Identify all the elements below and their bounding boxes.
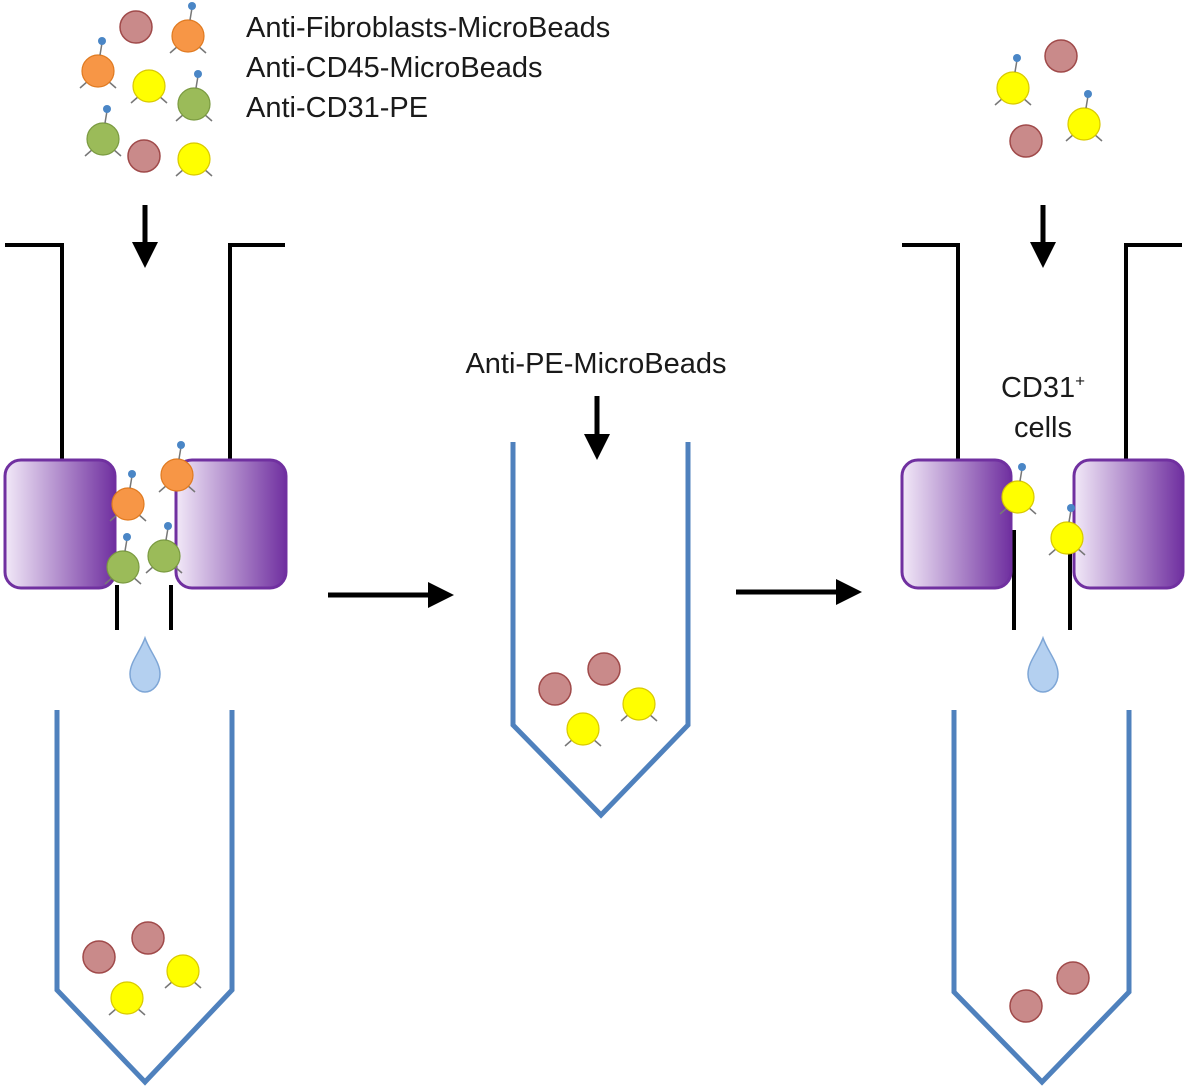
middle-tube — [510, 442, 691, 819]
right-column — [900, 39, 1185, 1086]
reagent-label-cd45: Anti-CD45-MicroBeads — [246, 52, 543, 84]
left-magnet-right — [174, 458, 288, 590]
cd31-labeled-cell — [145, 522, 183, 574]
left-magnet-left — [3, 458, 117, 590]
left-bottom-tube — [54, 710, 235, 1086]
left-input-cells — [79, 2, 213, 177]
right-magnet-right — [1072, 458, 1185, 590]
cd45-labeled-cell — [994, 54, 1032, 106]
unlabeled-cell — [1009, 989, 1043, 1023]
right-magnet-left — [900, 458, 1013, 590]
positive-label-sup: + — [1075, 371, 1086, 391]
cd31-labeled-cell — [104, 533, 142, 585]
cd45-labeled-cell — [1065, 90, 1103, 142]
left-retained-cells — [104, 441, 196, 585]
unlabeled-cell — [119, 10, 153, 44]
fib-labeled-cell — [109, 470, 147, 522]
cd45-labeled-cell — [620, 687, 658, 722]
cd45-labeled-cell — [564, 712, 602, 747]
unlabeled-cell — [538, 672, 572, 706]
unlabeled-cell — [82, 940, 116, 974]
right-bottom-tube — [951, 710, 1132, 1086]
positive-label-line2: cells — [1013, 412, 1072, 444]
cd31-labeled-cell — [175, 70, 213, 122]
left-down-arrow — [132, 205, 158, 268]
unlabeled-cell — [127, 139, 161, 173]
cd45-labeled-cell — [164, 954, 202, 989]
unlabeled-cell — [131, 921, 165, 955]
arrow-middle-to-right — [736, 579, 862, 605]
right-column-frame — [902, 243, 1182, 630]
right-input-cells — [994, 39, 1103, 158]
cd45-labeled-cell — [999, 463, 1037, 515]
cd31-labeled-cell — [84, 105, 122, 157]
right-down-arrow — [1030, 205, 1056, 268]
unlabeled-cell — [1009, 124, 1043, 158]
unlabeled-cell — [1056, 961, 1090, 995]
arrow-left-to-middle — [328, 582, 454, 608]
left-column — [3, 2, 288, 1086]
cd45-labeled-cell — [175, 142, 213, 177]
middle-down-arrow — [584, 396, 610, 460]
middle-reagent-label: Anti-PE-MicroBeads — [465, 348, 727, 380]
unlabeled-cell — [1044, 39, 1078, 73]
cd45-labeled-cell — [1048, 504, 1086, 556]
right-droplet-icon — [1027, 635, 1059, 693]
positive-cells-label: CD31+ cells — [980, 368, 1106, 448]
positive-label-main: CD31 — [1000, 372, 1076, 404]
reagent-label-cd31-pe: Anti-CD31-PE — [246, 92, 429, 124]
cd45-labeled-cell — [130, 69, 168, 104]
fib-labeled-cell — [169, 2, 207, 54]
left-column-frame — [5, 243, 285, 630]
unlabeled-cell — [587, 652, 621, 686]
reagent-label-fibroblasts: Anti-Fibroblasts-MicroBeads — [246, 12, 611, 44]
left-droplet-icon — [129, 635, 161, 693]
fib-labeled-cell — [158, 441, 196, 493]
middle-tube-cells — [538, 652, 658, 747]
right-tube-cells — [1009, 961, 1090, 1023]
fib-labeled-cell — [79, 37, 117, 89]
left-tube-cells — [82, 921, 202, 1016]
middle-column — [510, 396, 691, 819]
right-retained-cells — [999, 463, 1086, 556]
cd45-labeled-cell — [108, 981, 146, 1016]
